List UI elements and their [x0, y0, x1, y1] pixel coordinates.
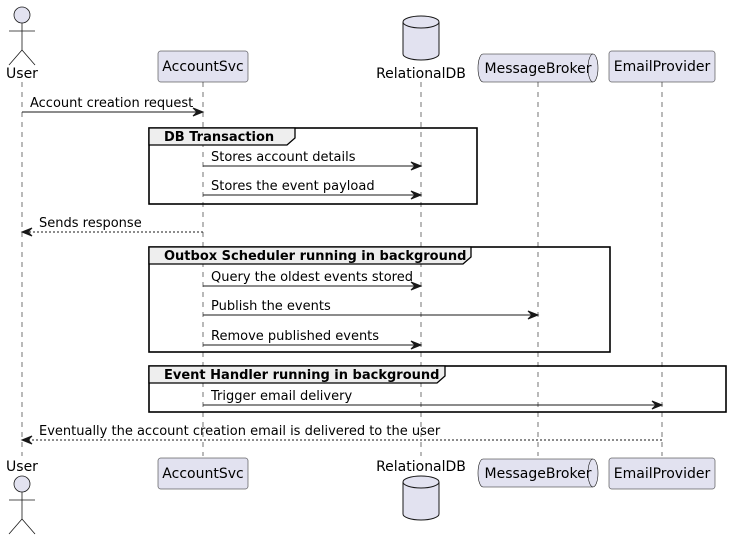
frame-0: DB Transaction [148, 127, 478, 205]
frame-tab [148, 127, 296, 146]
participant-label: MessageBroker [485, 466, 592, 482]
participant-label: RelationalDB [376, 66, 466, 82]
frame-border [148, 127, 478, 205]
frame-tab [148, 365, 446, 384]
participant-label: MessageBroker [485, 61, 592, 77]
message-label: Eventually the account creation email is… [39, 424, 441, 439]
frame-1: Outbox Scheduler running in background [148, 246, 611, 353]
frame-tab [148, 246, 472, 265]
message-6: Remove published events [203, 329, 423, 350]
message-2: Stores the event payload [203, 179, 423, 200]
message-7: Trigger email delivery [203, 389, 664, 410]
message-label: Stores account details [211, 150, 356, 165]
message-8: Eventually the account creation email is… [20, 424, 662, 445]
participant-db-bottom: RelationalDB [376, 459, 466, 521]
frame-title: Outbox Scheduler running in background [164, 249, 466, 264]
participant-broker-bottom: MessageBroker [477, 458, 599, 488]
participant-user-top: User [6, 6, 38, 82]
participant-account-bottom: AccountSvc [157, 457, 249, 490]
arrowhead-icon [410, 161, 423, 171]
message-0: Account creation request [22, 96, 205, 117]
participant-user-bottom: User [6, 459, 38, 535]
participant-label: AccountSvc [162, 59, 243, 75]
participant-label: AccountSvc [162, 466, 243, 482]
message-label: Remove published events [211, 329, 379, 344]
participant-label: User [6, 459, 38, 475]
message-label: Sends response [39, 216, 142, 231]
participant-email-bottom: EmailProvider [608, 457, 716, 490]
arrowhead-icon [410, 190, 423, 200]
participant-label: RelationalDB [376, 459, 466, 475]
message-5: Publish the events [203, 299, 540, 320]
participant-email-top: EmailProvider [608, 50, 716, 83]
frame-title: Event Handler running in background [164, 368, 439, 383]
message-3: Sends response [20, 216, 203, 237]
arrowhead-icon [651, 400, 664, 410]
message-1: Stores account details [203, 150, 423, 171]
message-label: Trigger email delivery [210, 389, 352, 404]
message-label: Publish the events [211, 299, 331, 314]
arrowhead-icon [192, 107, 205, 117]
arrowhead-icon [410, 340, 423, 350]
message-label: Account creation request [30, 96, 193, 111]
message-label: Query the oldest events stored [211, 270, 413, 285]
participant-db-top: RelationalDB [376, 15, 466, 82]
message-4: Query the oldest events stored [203, 270, 423, 291]
arrowhead-icon [527, 310, 540, 320]
participant-label: User [6, 66, 38, 82]
arrowhead-icon [410, 281, 423, 291]
participant-label: EmailProvider [614, 59, 711, 75]
participant-label: EmailProvider [614, 466, 711, 482]
frame-2: Event Handler running in background [148, 365, 727, 413]
arrowhead-icon [20, 227, 33, 237]
participant-broker-top: MessageBroker [477, 53, 599, 83]
message-label: Stores the event payload [211, 179, 375, 194]
arrowhead-icon [20, 435, 33, 445]
participant-account-top: AccountSvc [157, 50, 249, 83]
frame-title: DB Transaction [164, 130, 274, 145]
